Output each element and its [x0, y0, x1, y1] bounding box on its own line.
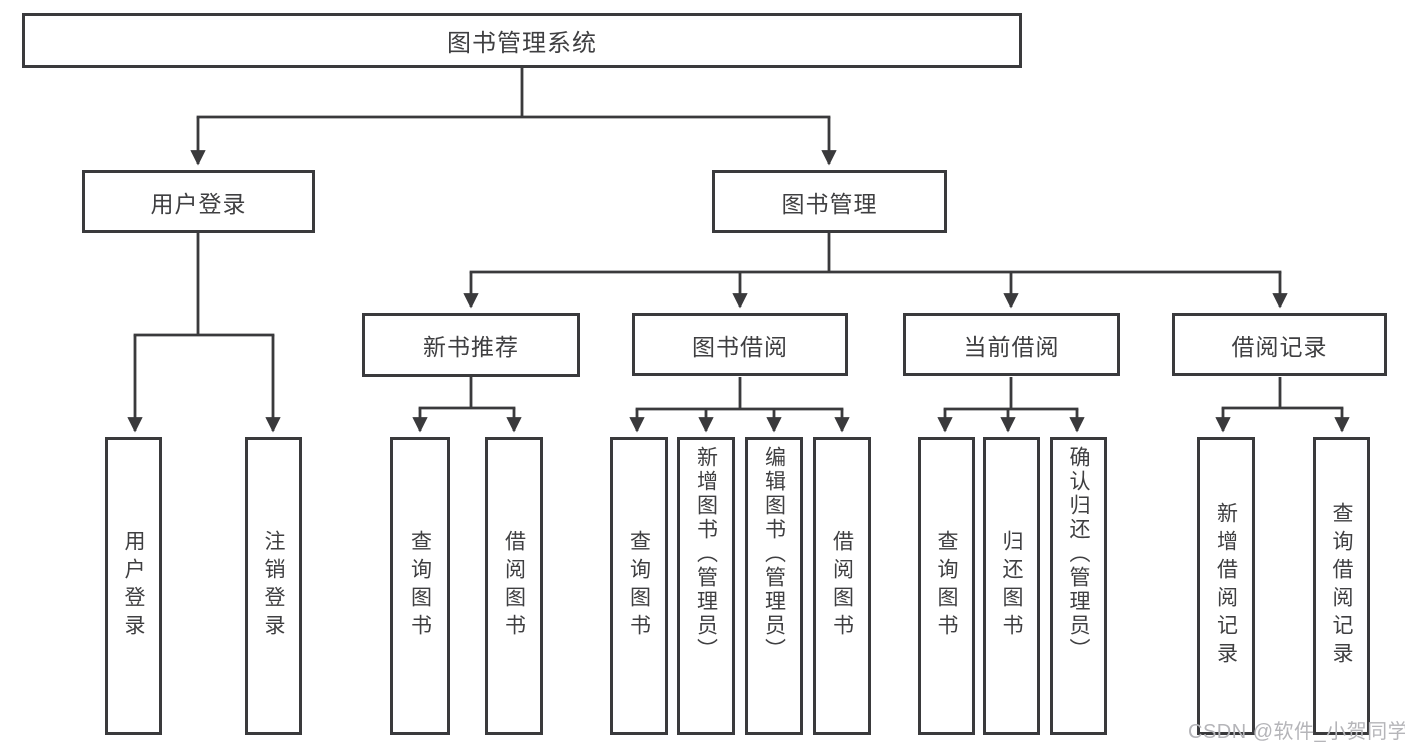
node-book-management-label: 图书管理: [781, 190, 878, 217]
node-leaf-cb-confirm-return: 确认归还（管理员）: [1050, 437, 1107, 735]
node-leaf-logout-label: 注销登录: [262, 530, 285, 642]
node-leaf-cb-confirm-return-label: 确认归还（管理员）: [1067, 446, 1090, 662]
node-leaf-nb-query-books: 查询图书: [390, 437, 450, 735]
node-library-system-label: 图书管理系统: [447, 30, 597, 57]
node-leaf-user-login: 用户登录: [105, 437, 162, 735]
node-leaf-cb-query-books: 查询图书: [918, 437, 975, 735]
node-user-login-label: 用户登录: [150, 190, 247, 217]
node-current-borrow: 当前借阅: [903, 313, 1120, 376]
node-borrow-records-label: 借阅记录: [1231, 333, 1328, 360]
node-leaf-bb-add-books: 新增图书（管理员）: [677, 437, 735, 735]
node-new-book-recommend-label: 新书推荐: [423, 334, 519, 360]
node-leaf-user-login-label: 用户登录: [122, 530, 145, 642]
node-leaf-bb-borrow-books-label: 借阅图书: [830, 530, 854, 642]
node-leaf-bb-query-books: 查询图书: [610, 437, 668, 735]
node-leaf-nb-borrow-books: 借阅图书: [485, 437, 543, 735]
node-current-borrow-label: 当前借阅: [963, 333, 1060, 360]
node-leaf-bb-edit-books: 编辑图书（管理员）: [745, 437, 803, 735]
node-leaf-cb-query-books-label: 查询图书: [935, 530, 958, 642]
node-leaf-br-query-record: 查询借阅记录: [1313, 437, 1370, 735]
node-leaf-bb-edit-books-label: 编辑图书（管理员）: [762, 446, 786, 662]
node-book-borrow: 图书借阅: [632, 313, 848, 376]
node-leaf-br-add-record-label: 新增借阅记录: [1214, 502, 1238, 670]
node-leaf-nb-query-books-label: 查询图书: [408, 530, 432, 642]
node-leaf-bb-query-books-label: 查询图书: [627, 530, 651, 642]
node-library-system: 图书管理系统: [22, 13, 1022, 68]
node-leaf-cb-return-books-label: 归还图书: [1000, 530, 1023, 642]
node-leaf-br-add-record: 新增借阅记录: [1197, 437, 1255, 735]
node-book-management: 图书管理: [712, 170, 947, 233]
csdn-watermark: CSDN @软件_小贺同学: [1188, 721, 1405, 743]
node-user-login: 用户登录: [82, 170, 315, 233]
node-leaf-cb-return-books: 归还图书: [983, 437, 1040, 735]
node-book-borrow-label: 图书借阅: [692, 333, 788, 360]
node-leaf-bb-borrow-books: 借阅图书: [813, 437, 871, 735]
node-borrow-records: 借阅记录: [1172, 313, 1387, 376]
node-leaf-bb-add-books-label: 新增图书（管理员）: [694, 446, 718, 662]
node-leaf-br-query-record-label: 查询借阅记录: [1330, 502, 1353, 670]
node-leaf-logout: 注销登录: [245, 437, 302, 735]
node-new-book-recommend: 新书推荐: [362, 313, 580, 377]
node-leaf-nb-borrow-books-label: 借阅图书: [502, 530, 526, 642]
